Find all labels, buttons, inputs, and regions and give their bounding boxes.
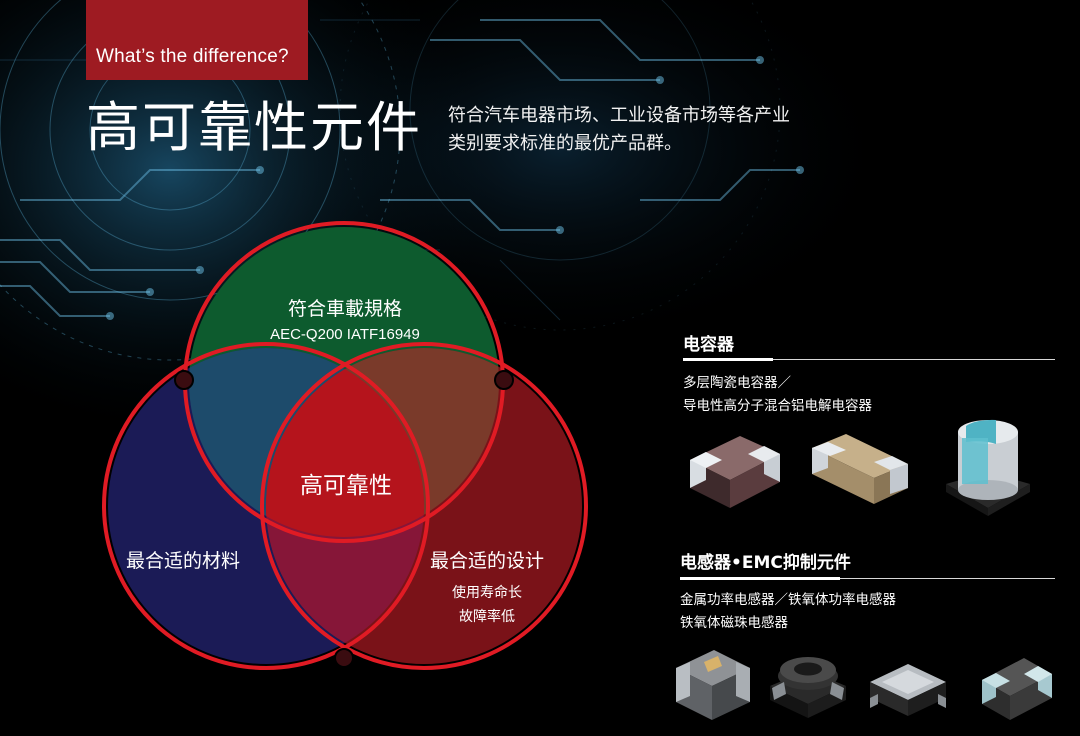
subtitle-line-2: 类别要求标准的最优产品群。 [448, 133, 682, 154]
venn-outline-left [102, 342, 430, 670]
capacitors-title: 电容器 [683, 335, 734, 355]
header-tag-text: What’s the difference? [96, 46, 289, 67]
ferrite-bead-chip-image [982, 658, 1052, 720]
subtitle-line-1: 符合汽车电器市场、工业设备市场等各产业 [448, 105, 790, 126]
venn-top-label: 符合車載規格 [287, 298, 402, 320]
header-tag: What’s the difference? [86, 0, 308, 80]
capacitors-line-1: 多层陶瓷电容器／ [683, 375, 791, 391]
venn-right-label: 最合适的设计 [430, 550, 545, 572]
venn-center-label: 高可靠性 [300, 473, 392, 499]
venn-top-sub: AEC-Q200 IATF16949 [270, 326, 420, 343]
inductors-rule-accent [680, 577, 840, 580]
venn-right-sub-2: 故障率低 [459, 609, 515, 625]
venn-right-sub-1: 使用寿命长 [452, 585, 522, 601]
metal-power-inductor-image [676, 650, 750, 720]
venn-node-bottom [334, 648, 354, 668]
inductors-line-2: 铁氧体磁珠电感器 [680, 615, 788, 631]
capacitors-line-2: 导电性高分子混合铝电解电容器 [683, 398, 872, 414]
venn-overlap-center [266, 348, 424, 537]
page-subtitle: 符合汽车电器市场、工业设备市场等各产业 类别要求标准的最优产品群。 [448, 102, 828, 158]
aluminum-electrolytic-capacitor-image [946, 419, 1030, 516]
capacitors-rule [683, 358, 1055, 361]
wound-power-inductor-image [770, 657, 846, 718]
ferrite-power-inductor-image [870, 664, 946, 716]
inductors-title: 电感器•EMC抑制元件 [680, 553, 851, 573]
capacitors-rule-accent [683, 358, 773, 361]
venn-node-left [174, 370, 194, 390]
mlcc-chip-tan-image [812, 434, 908, 504]
venn-outline-right [260, 342, 588, 670]
inductors-rule [680, 577, 1055, 580]
page-title: 高可靠性元件 [86, 96, 422, 159]
venn-left-label: 最合适的材料 [126, 550, 241, 572]
reliability-venn-diagram [102, 221, 588, 670]
inductors-line-1: 金属功率电感器／铁氧体功率电感器 [680, 592, 896, 608]
venn-node-right [494, 370, 514, 390]
mlcc-chip-dark-image [690, 436, 780, 508]
